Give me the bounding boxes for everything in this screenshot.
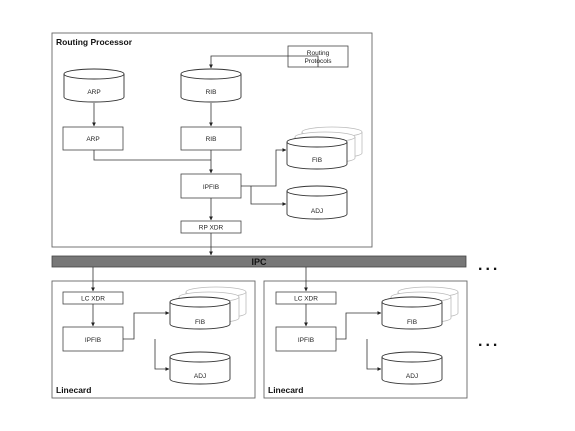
linecard-2-ipfib-box [275,326,337,352]
linecard-2-fib-label: FIB [407,319,417,326]
routing-processor-title: Routing Processor [56,37,133,47]
routing-protocols-label-1: Routing [307,50,330,57]
linecard-1-ipfib-box [62,326,124,352]
linecard-1-fib-label: FIB [195,319,205,326]
ipfib-box [180,173,242,199]
ipc-label: IPC [251,257,267,267]
linecard-2-title: Linecard [268,385,303,395]
linecard-1-ipfib-label: IPFIB [85,337,101,344]
linecard-1-fib-stack [169,286,247,330]
linecard-2-adj-database [381,351,443,385]
linecard-1-title: Linecard [56,385,91,395]
ipc-bus [51,255,467,268]
arp-process-label: ARP [86,136,99,143]
linecard-2-lc-xdr-label: LC XDR [294,296,318,303]
fib-database-stack [286,126,363,170]
rp-xdr-label: RP XDR [199,225,224,232]
arp-process-box [62,126,124,151]
ipfib-label: IPFIB [203,184,219,191]
routing-processor-connectors [92,55,319,256]
linecard-2-ipfib-label: IPFIB [298,337,314,344]
linecard-1-adj-database [169,351,231,385]
linecard-2-fib-stack [381,286,459,330]
arp-database-label: ARP [87,89,100,96]
rib-process-label: RIB [206,136,217,143]
linecard-2-adj-label: ADJ [406,373,418,380]
ipc-more-dots: ... [478,257,500,274]
fib-database-label: FIB [312,157,322,164]
more-linecards-dots: ... [478,333,500,350]
adj-database-label: ADJ [311,208,323,215]
adj-database [286,185,348,220]
rib-database [180,68,242,103]
linecard-1-connectors [91,267,170,371]
linecard-2-connectors [304,267,382,371]
linecard-1-lc-xdr-label: LC XDR [81,296,105,303]
linecard-1-adj-label: ADJ [194,373,206,380]
arp-database [63,68,125,103]
rib-database-label: RIB [206,89,217,96]
